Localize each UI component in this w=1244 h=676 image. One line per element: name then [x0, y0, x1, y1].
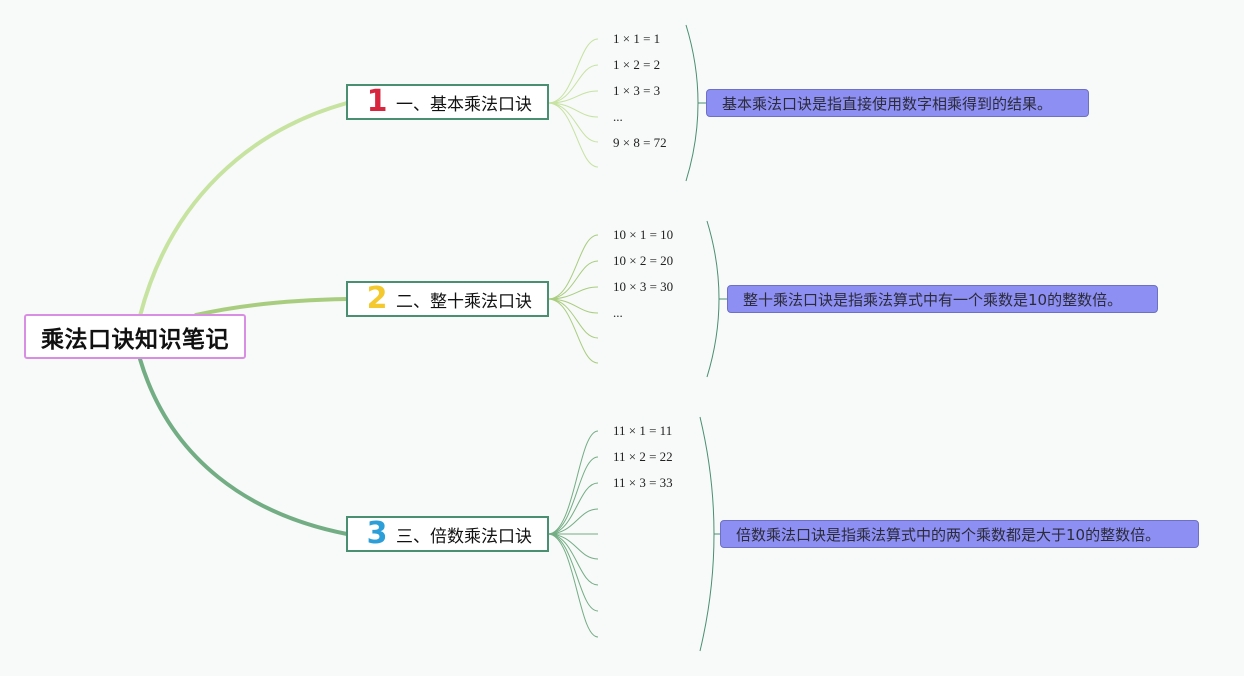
summary-bracket-2: [706, 220, 720, 378]
leaf-item[interactable]: 11 × 2 = 22: [613, 449, 673, 464]
leaf-item[interactable]: 11 × 3 = 33: [613, 475, 673, 490]
root-topic[interactable]: 乘法口诀知识笔记: [24, 314, 246, 359]
leaf-item[interactable]: 9 × 8 = 72: [613, 135, 667, 150]
leaf-connectors-2: [547, 234, 599, 364]
leaf-item[interactable]: 10 × 2 = 20: [613, 253, 674, 268]
summary-bracket-3: [699, 416, 715, 652]
topic-multiple-multiplication[interactable]: 3 三、倍数乘法口诀: [346, 516, 549, 552]
number-three-icon: 3: [366, 516, 388, 551]
leaf-connectors-1: [547, 38, 599, 168]
leaf-connectors-3: [547, 430, 599, 638]
number-one-icon: 1: [366, 84, 388, 119]
leaf-item[interactable]: ...: [613, 305, 623, 320]
root-topic-label: 乘法口诀知识笔记: [41, 326, 229, 353]
topic-basic-multiplication[interactable]: 1 一、基本乘法口诀: [346, 84, 549, 120]
leaf-item[interactable]: 1 × 2 = 2: [613, 57, 661, 72]
leaf-item[interactable]: 11 × 1 = 11: [613, 423, 673, 438]
leaf-item[interactable]: 1 × 3 = 3: [613, 83, 661, 98]
leaf-item[interactable]: 10 × 3 = 30: [613, 279, 674, 294]
leaf-item[interactable]: 1 × 1 = 1: [613, 31, 661, 46]
summary-note-text: 基本乘法口诀是指直接使用数字相乘得到的结果。: [722, 94, 1053, 113]
leaf-item[interactable]: ...: [613, 109, 623, 124]
summary-note-text: 整十乘法口诀是指乘法算式中有一个乘数是10的整数倍。: [743, 290, 1123, 309]
topic-label: 一、基本乘法口诀: [396, 94, 532, 115]
branch-connector-1: [138, 101, 349, 318]
summary-note-text: 倍数乘法口诀是指乘法算式中的两个乘数都是大于10的整数倍。: [736, 525, 1161, 544]
topic-label: 三、倍数乘法口诀: [396, 526, 532, 547]
number-two-icon: 2: [366, 281, 388, 316]
summary-note-2[interactable]: 整十乘法口诀是指乘法算式中有一个乘数是10的整数倍。: [727, 285, 1158, 313]
leaf-item[interactable]: 10 × 1 = 10: [613, 227, 674, 242]
branch-connector-2: [194, 297, 349, 317]
summary-note-3[interactable]: 倍数乘法口诀是指乘法算式中的两个乘数都是大于10的整数倍。: [720, 520, 1199, 548]
branch-connector-3: [138, 357, 349, 536]
topic-tens-multiplication[interactable]: 2 二、整十乘法口诀: [346, 281, 549, 317]
summary-note-1[interactable]: 基本乘法口诀是指直接使用数字相乘得到的结果。: [706, 89, 1089, 117]
summary-bracket-1: [685, 24, 699, 182]
topic-label: 二、整十乘法口诀: [396, 291, 532, 312]
